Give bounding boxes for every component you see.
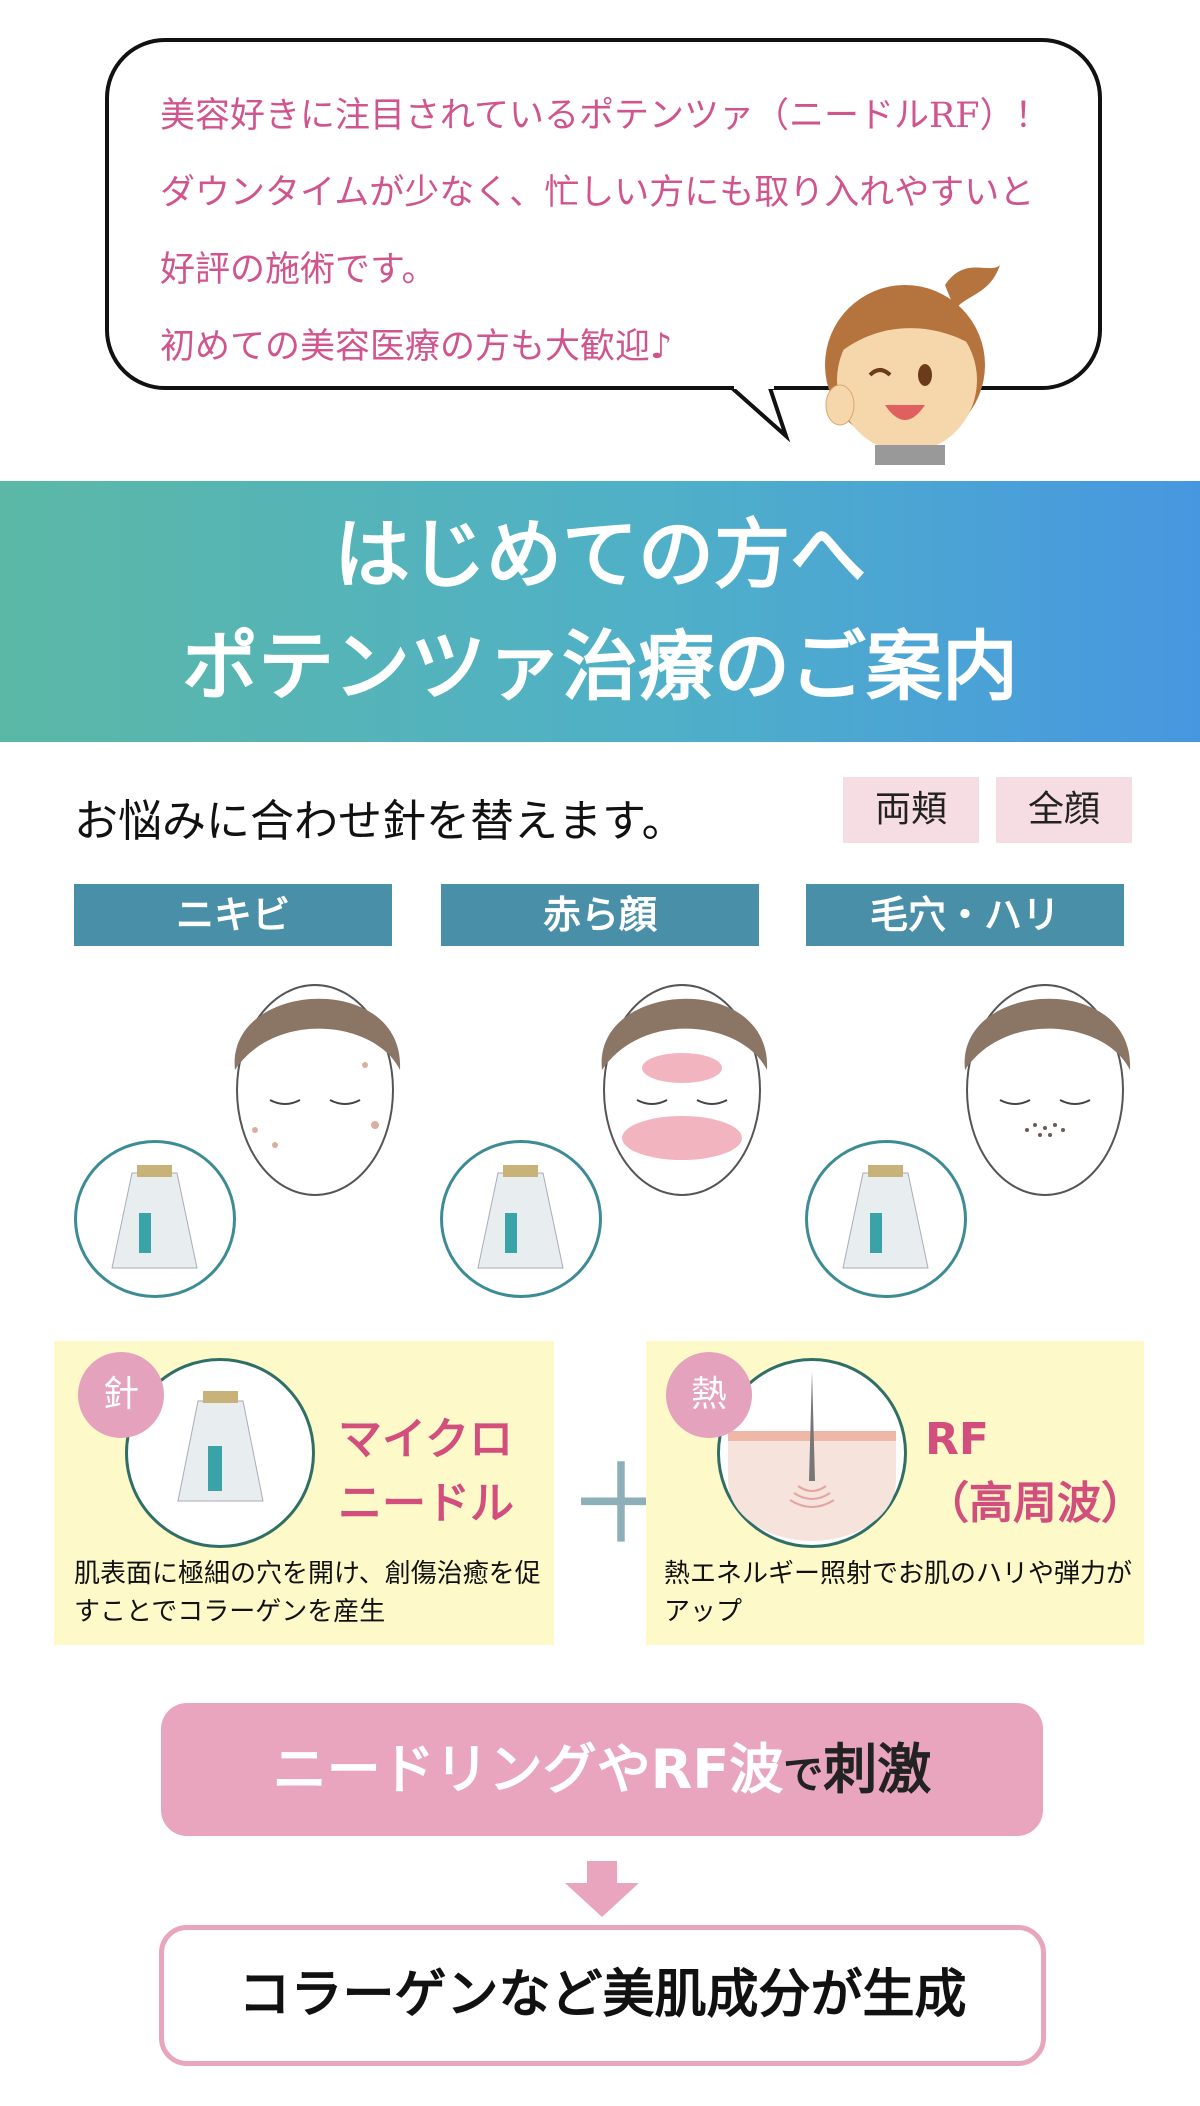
bubble-line: 初めての美容医療の方も大歓迎♪: [160, 327, 673, 367]
face-illustration-acne: [234, 984, 401, 1196]
tag-both-cheeks: 両頬: [843, 777, 979, 843]
speech-bubble-text: 美容好きに注目されているポテンツァ（ニードルRF）！ ダウンタイムが少なく、忙し…: [160, 78, 1090, 386]
microneedle-title: マイクロニードル: [338, 1408, 514, 1536]
badge-needle: 針: [78, 1352, 164, 1438]
title-line: マイクロ: [338, 1414, 514, 1465]
badge-heat: 熱: [666, 1352, 752, 1438]
stimulus-particle: で: [783, 1752, 824, 1798]
needle-tip-device-icon: [805, 1140, 967, 1298]
face-illustration-redness: [601, 984, 768, 1196]
rf-description: 熱エネルギー照射でお肌のハリや弾力がアップ: [664, 1559, 1133, 1627]
category-pores: 毛穴・ハリ: [806, 884, 1124, 946]
result-box: コラーゲンなど美肌成分が生成: [159, 1925, 1046, 2066]
tag-full-face: 全顔: [996, 777, 1132, 843]
intro-banner: はじめての方へ ポテンツァ治療のご案内: [0, 481, 1200, 742]
title-line: （高周波）: [925, 1478, 1145, 1529]
speech-bubble-tail: [730, 380, 791, 442]
title-line: ニードル: [338, 1478, 514, 1529]
needle-lead-text: お悩みに合わせ針を替えます。: [74, 796, 686, 847]
bubble-line: 好評の施術です。: [160, 250, 437, 290]
needle-tip-device-icon: [74, 1140, 236, 1298]
needle-tip-device-icon: [440, 1140, 602, 1298]
microneedle-description: 肌表面に極細の穴を開け、創傷治癒を促すことでコラーゲンを産生: [74, 1559, 541, 1627]
bubble-line: ダウンタイムが少なく、忙しい方にも取り入れやすいと: [160, 173, 1035, 213]
stimulus-text: ニードリングやRF波: [272, 1738, 784, 1801]
stimulus-banner: ニードリングやRF波で刺激: [161, 1703, 1043, 1836]
category-acne: ニキビ: [74, 884, 392, 946]
face-illustration-pores: [964, 984, 1131, 1196]
stimulus-emphasis: 刺激: [823, 1738, 932, 1801]
bubble-line: 美容好きに注目されているポテンツァ（ニードルRF）！: [160, 96, 1050, 136]
banner-title-line1: はじめての方へ: [334, 510, 866, 599]
banner-title-line2: ポテンツァ治療のご案内: [182, 622, 1018, 711]
girl-illustration: [825, 265, 1000, 465]
arrow-down-icon: [565, 1861, 639, 1917]
title-line: RF: [925, 1414, 989, 1465]
rf-title: RF （高周波）: [925, 1408, 1145, 1536]
category-redness: 赤ら顔: [441, 884, 759, 946]
